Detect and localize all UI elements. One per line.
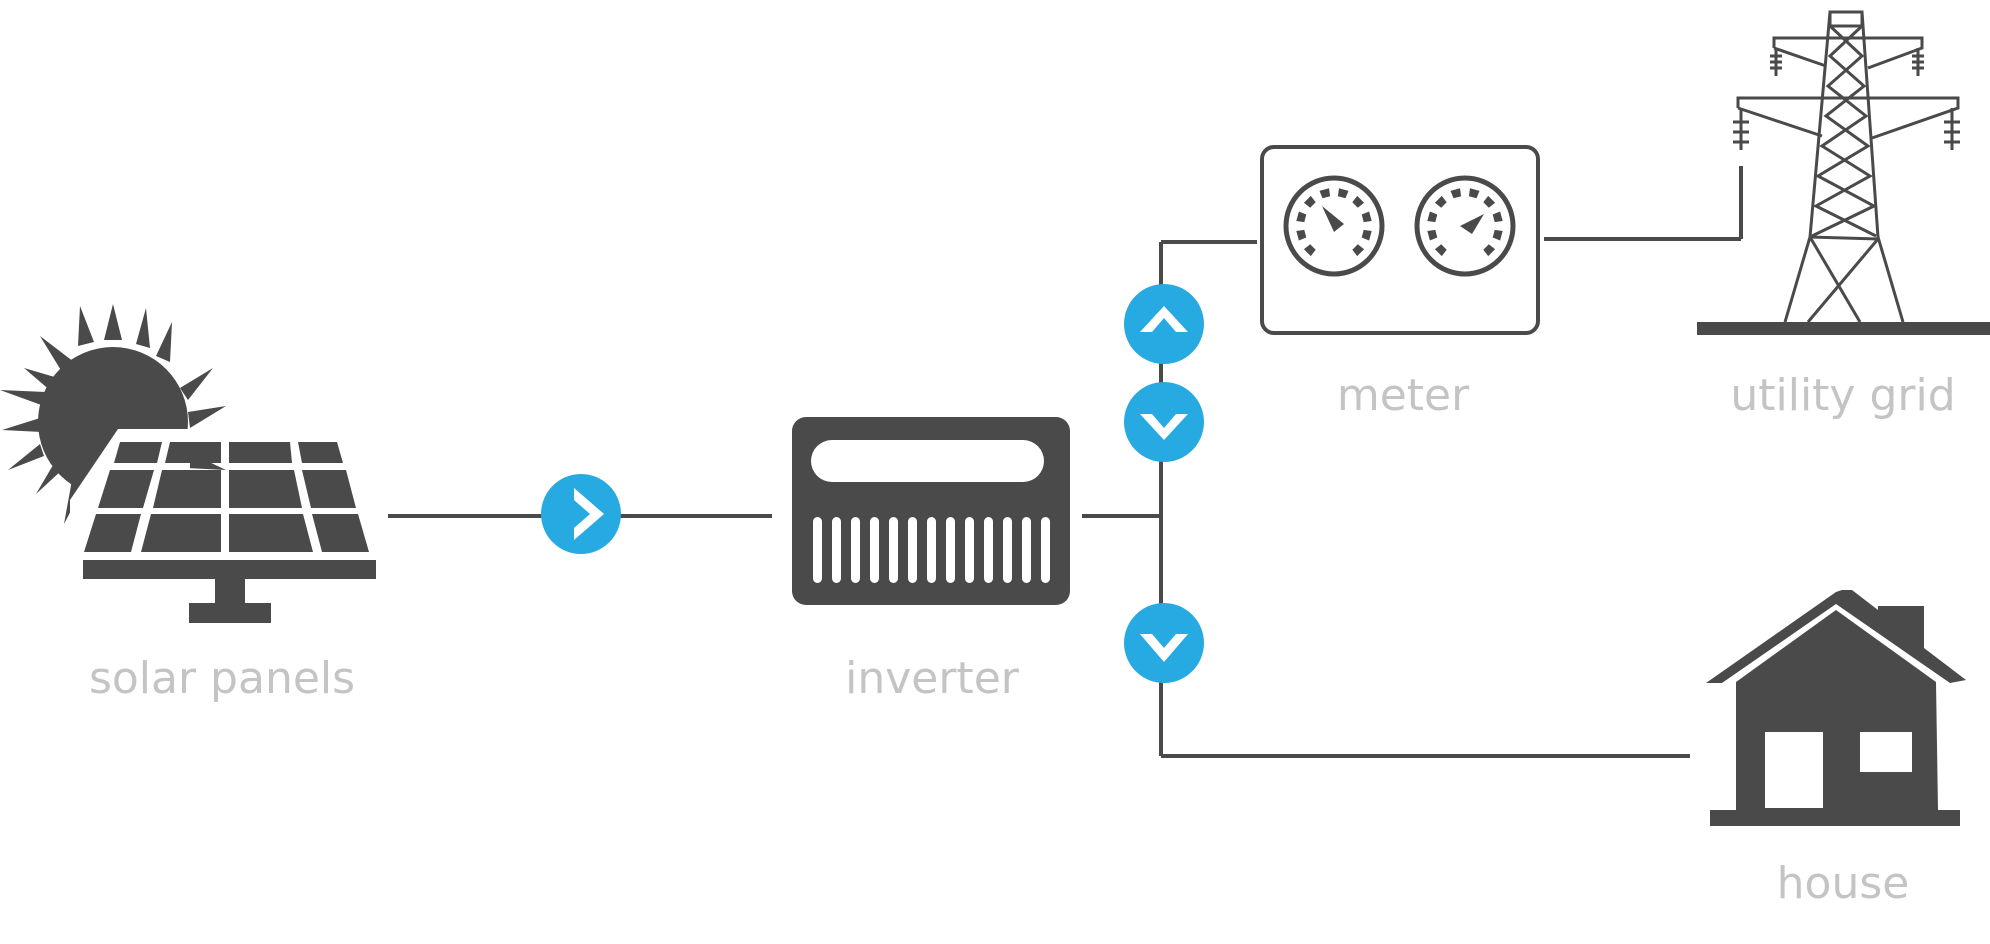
solar-panel-base-bar [83,560,376,579]
house-door [1765,732,1823,808]
inverter-vent-slot [889,517,898,583]
meter-dial-tick [1352,195,1365,208]
flow-arrow-from-meter [1124,382,1204,462]
inverter-vent-slot [908,517,917,583]
meter-dial-tick [1468,188,1480,199]
inverter-vent-slot [813,517,822,583]
meter-dial-tick [1303,195,1316,208]
chevron-right-icon [574,488,604,540]
insulators [1733,48,1960,150]
inverter-vent-slot [870,517,879,583]
meter-dial-tick [1296,211,1307,223]
inverter-vent-slot [927,517,936,583]
meter-dial-tick [1337,188,1349,199]
transmission-tower-icon [1697,10,1990,335]
meter-dial-tick [1296,229,1307,241]
inverter-vent-slot [1041,517,1050,583]
inverter-vent-slot [851,517,860,583]
meter-dial-tick [1450,188,1462,199]
solar-panel-cells [84,442,369,552]
label-solar-panels: solar panels [89,653,355,704]
chevron-down-icon [1140,634,1188,662]
solar-panel-icon [0,304,376,623]
inverter-vent-slot [984,517,993,583]
meter-dial-tick [1303,244,1316,257]
inverter-icon [792,417,1070,605]
label-inverter: inverter [845,653,1020,704]
chevron-up-icon [1140,306,1188,332]
chevron-down-icon [1140,414,1188,440]
meter-dial-tick [1319,188,1331,199]
inverter-vent-slot [832,517,841,583]
flow-arrow-to-meter [1124,284,1204,364]
flow-arrow-solar-to-inverter [541,474,621,554]
meter-dial-tick [1483,195,1496,208]
label-house: house [1777,858,1910,909]
meter-dial-tick [1427,211,1438,223]
inverter-vents [813,517,1050,583]
solar-panel-stand [215,579,245,604]
inverter-display [811,440,1044,482]
house-icon [1706,590,1966,826]
meter-dial-tick [1361,229,1372,241]
flow-arrow-to-house [1124,603,1204,683]
meter-icon [1260,145,1540,335]
meter-dial-left [1283,175,1385,277]
inverter-vent-slot [1003,517,1012,583]
house-window [1860,732,1912,772]
label-utility-grid: utility grid [1730,370,1955,421]
inverter-vent-slot [965,517,974,583]
meter-dial-tick [1492,229,1503,241]
meter-dial-tick [1483,244,1496,257]
meter-dial-tick [1361,211,1372,223]
meter-dial-tick [1427,229,1438,241]
inverter-vent-slot [1022,517,1031,583]
meter-dial-tick [1492,211,1503,223]
solar-panel-foot [189,603,271,623]
meter-dial-tick [1434,195,1447,208]
meter-dial-tick [1352,244,1365,257]
label-meter: meter [1337,370,1470,421]
meter-dial-right [1414,175,1516,277]
meter-dial-tick [1434,244,1447,257]
inverter-vent-slot [946,517,955,583]
